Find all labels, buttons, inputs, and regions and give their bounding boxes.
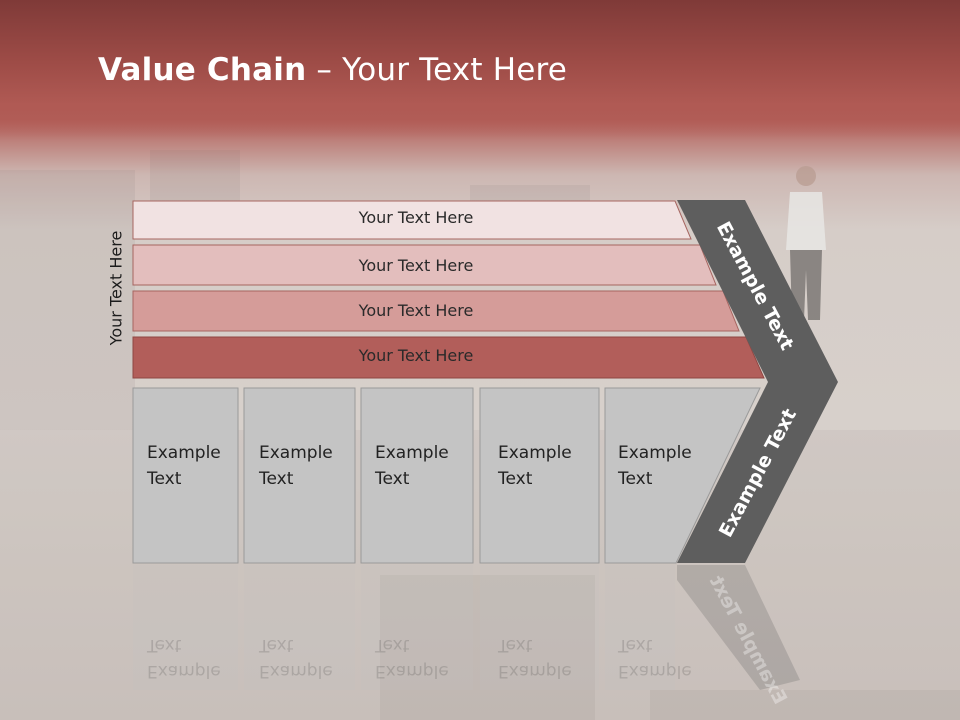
box-reflection	[605, 565, 675, 690]
title-bold: Value Chain	[98, 52, 307, 88]
activity-box-3	[360, 387, 474, 564]
box-reflection	[361, 565, 473, 690]
background-block	[650, 690, 960, 720]
bar-4	[132, 336, 765, 379]
bar-2-label: Your Text Here	[358, 256, 474, 275]
box-line-1: Example	[618, 443, 692, 463]
box-reflection	[244, 565, 355, 690]
activity-box-2-label: Example Text	[259, 440, 333, 492]
box-line-1: Example	[147, 443, 221, 463]
header-band	[0, 0, 960, 140]
box-line-1: Example	[259, 443, 333, 463]
activity-box-2-reflection: Example Text	[259, 632, 333, 684]
box-reflection	[133, 565, 238, 690]
background-block	[150, 150, 240, 205]
person-illustration	[786, 166, 826, 320]
box-line-1: Example	[375, 661, 449, 681]
activity-box-3-reflection: Example Text	[375, 632, 449, 684]
box-line-1: Example	[147, 661, 221, 681]
margin-arrow	[677, 200, 838, 563]
activity-box-4-reflection: Example Text	[498, 632, 572, 684]
box-line-1: Example	[498, 661, 572, 681]
title-rest: – Your Text Here	[306, 52, 568, 88]
activity-box-5-label: Example Text	[618, 440, 692, 492]
box-line-2: Text	[259, 635, 294, 655]
activity-box-5-reflection: Example Text	[618, 632, 692, 684]
box-line-2: Text	[147, 635, 182, 655]
box-line-2: Text	[259, 469, 294, 489]
bar-1-label: Your Text Here	[358, 208, 474, 227]
activity-box-1-reflection: Example Text	[147, 632, 221, 684]
activity-box-4-label: Example Text	[498, 440, 572, 492]
bar-4-label: Your Text Here	[358, 346, 474, 365]
background-block	[0, 170, 135, 430]
box-reflection	[480, 565, 599, 690]
box-line-1: Example	[498, 443, 572, 463]
bar-2	[132, 244, 717, 286]
bar-3	[132, 290, 740, 332]
box-line-2: Text	[618, 469, 653, 489]
bar-3-label: Your Text Here	[358, 301, 474, 320]
activity-box-5	[604, 387, 761, 564]
box-line-2: Text	[498, 469, 533, 489]
box-line-1: Example	[618, 661, 692, 681]
background-block	[380, 575, 595, 720]
box-line-1: Example	[259, 661, 333, 681]
slide-title: Value Chain – Your Text Here	[98, 52, 567, 88]
activity-box-2	[243, 387, 356, 564]
activity-box-4	[479, 387, 600, 564]
box-line-2: Text	[498, 635, 533, 655]
activity-box-3-label: Example Text	[375, 440, 449, 492]
box-line-1: Example	[375, 443, 449, 463]
activity-box-1	[132, 387, 239, 564]
box-line-2: Text	[618, 635, 653, 655]
activity-box-1-label: Example Text	[147, 440, 221, 492]
arrow-reflection	[677, 565, 800, 690]
box-line-2: Text	[375, 469, 410, 489]
box-line-2: Text	[375, 635, 410, 655]
box-line-2: Text	[147, 469, 182, 489]
bar-1	[132, 200, 692, 240]
